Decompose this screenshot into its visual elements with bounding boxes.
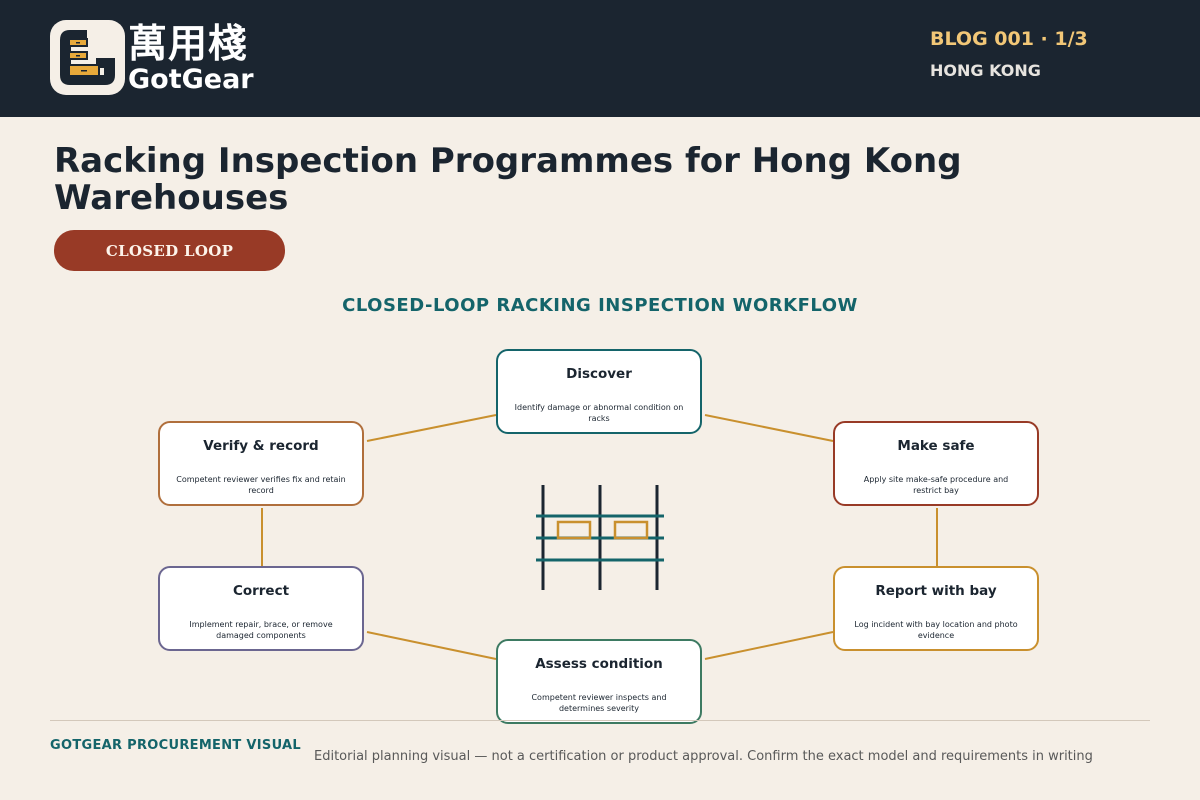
step-description: Log incident with bay location and photo… [854,620,1018,640]
step-description: Competent reviewer inspects and determin… [531,693,667,713]
step-title: Make safe [897,438,975,454]
footer-brand: GOTGEAR PROCUREMENT VISUAL [50,738,301,753]
diagram-title: CLOSED-LOOP RACKING INSPECTION WORKFLOW [342,295,858,316]
workflow-step-verify-and-record: Verify & record Competent reviewer verif… [158,421,364,506]
connector-assess-to-correct [366,631,497,660]
workflow-step-discover: Discover Identify damage or abnormal con… [496,349,702,434]
connector-verify-to-discover [366,414,497,442]
blog-number: BLOG 001 · 1/3 [930,28,1088,50]
racking-icon [536,485,664,590]
workflow-step-make-safe: Make safe Apply site make-safe procedure… [833,421,1039,506]
header-bar: 萬用棧 GotGear BLOG 001 · 1/3 HONG KONG [0,0,1200,117]
step-description: Identify damage or abnormal condition on… [514,403,684,423]
logo-english-wordmark: GotGear [128,64,254,95]
step-title: Verify & record [203,438,319,454]
location-label: HONG KONG [930,61,1041,80]
workflow-step-correct: Correct Implement repair, brace, or remo… [158,566,364,651]
topic-tag: CLOSED LOOP [54,230,285,271]
connector-report-to-assess [704,631,834,660]
workflow-step-assess-condition: Assess condition Competent reviewer insp… [496,639,702,724]
step-title: Correct [232,583,290,599]
workflow-step-report-with-bay: Report with bay Log incident with bay lo… [833,566,1039,651]
logo-chinese-wordmark: 萬用棧 [128,22,249,67]
footer-divider [50,720,1150,721]
step-description: Implement repair, brace, or remove damag… [189,620,333,640]
page-title: Racking Inspection Programmes for Hong K… [54,141,962,218]
storage-cabinet-logo-icon [50,20,125,95]
footer-disclaimer: Editorial planning visual — not a certif… [314,749,1093,764]
step-title: Discover [566,366,632,382]
step-description: Competent reviewer verifies fix and reta… [176,475,346,495]
step-title: Report with bay [875,583,997,599]
connector-discover-to-make-safe [704,414,834,442]
step-description: Apply site make-safe procedure and restr… [863,475,1009,495]
step-title: Assess condition [535,656,663,672]
